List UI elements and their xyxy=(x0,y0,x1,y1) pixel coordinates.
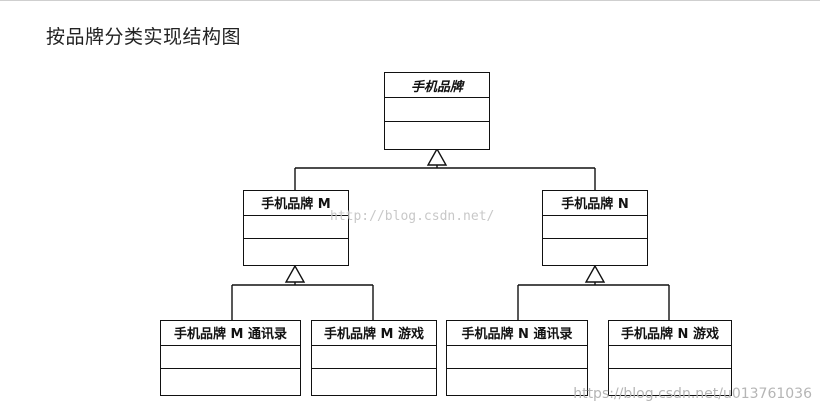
class-name: 手机品牌 xyxy=(385,73,489,99)
class-brand-n-game[interactable]: 手机品牌 N 游戏 xyxy=(608,320,732,396)
class-operations xyxy=(244,239,348,265)
class-name: 手机品牌 M 通讯录 xyxy=(161,321,300,346)
class-brand-m-contacts[interactable]: 手机品牌 M 通讯录 xyxy=(160,320,301,396)
class-name: 手机品牌 N xyxy=(543,191,647,216)
class-attributes xyxy=(312,346,436,369)
page-title: 按品牌分类实现结构图 xyxy=(46,26,242,48)
inheritance-arrow-m xyxy=(284,264,306,283)
class-operations xyxy=(447,369,587,395)
watermark-center: http://blog.csdn.net/ xyxy=(330,209,495,224)
class-operations xyxy=(385,122,489,149)
class-attributes xyxy=(447,346,587,369)
class-phone-brand[interactable]: 手机品牌 xyxy=(384,72,490,150)
inheritance-arrow-n xyxy=(584,264,606,283)
class-attributes xyxy=(244,216,348,239)
class-brand-m-game[interactable]: 手机品牌 M 游戏 xyxy=(311,320,437,396)
class-phone-brand-n[interactable]: 手机品牌 N xyxy=(542,190,648,266)
class-name: 手机品牌 N 游戏 xyxy=(609,321,731,346)
class-name: 手机品牌 N 通讯录 xyxy=(447,321,587,346)
class-attributes xyxy=(543,216,647,239)
class-attributes xyxy=(609,346,731,369)
class-operations xyxy=(312,369,436,395)
class-attributes xyxy=(161,346,300,369)
class-name: 手机品牌 M xyxy=(244,191,348,216)
class-attributes xyxy=(385,98,489,123)
class-operations xyxy=(161,369,300,395)
class-phone-brand-m[interactable]: 手机品牌 M xyxy=(243,190,349,266)
class-brand-n-contacts[interactable]: 手机品牌 N 通讯录 xyxy=(446,320,588,396)
class-name: 手机品牌 M 游戏 xyxy=(312,321,436,346)
class-operations xyxy=(543,239,647,265)
inheritance-arrow-root xyxy=(426,147,448,166)
top-divider xyxy=(0,0,820,1)
watermark-bottom: https://blog.csdn.net/u013761036 xyxy=(573,386,812,402)
